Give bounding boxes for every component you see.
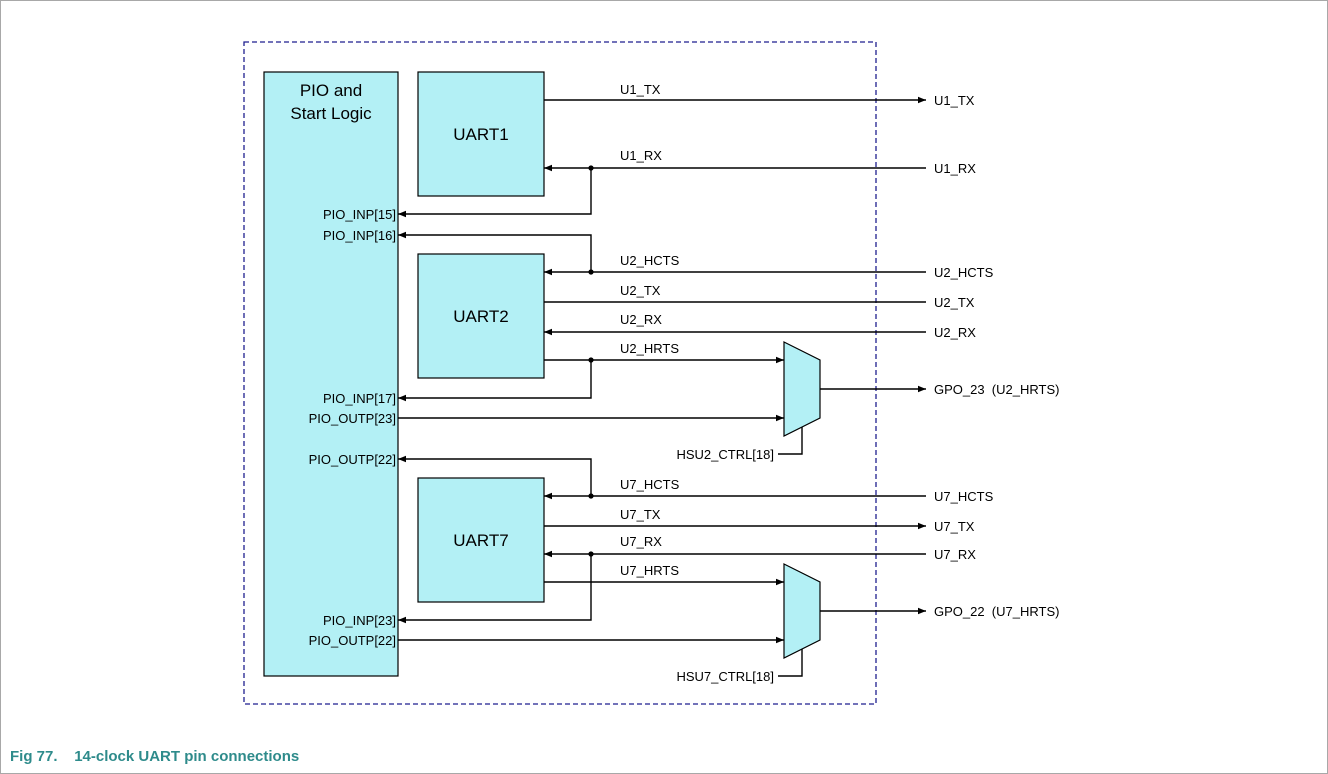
pio-block-title-1: PIO and	[300, 81, 362, 100]
pin-label-gpo22: GPO_22 (U7_HRTS)	[934, 604, 1059, 619]
junction-u2-hrts	[588, 357, 594, 363]
signal-label-u7-hrts: U7_HRTS	[620, 563, 679, 578]
wire-hsu2-ctrl	[778, 427, 803, 455]
signal-label-u7-tx: U7_TX	[620, 507, 661, 522]
wire-hsu7-ctrl	[778, 649, 803, 677]
pin-label-u7-rx: U7_RX	[934, 547, 976, 562]
wire-pio-inp23	[398, 554, 592, 624]
uart7-label: UART7	[453, 531, 508, 550]
figure-title: 14-clock UART pin connections	[74, 748, 300, 765]
wire-pio-inp17	[398, 360, 592, 402]
port-label-pio-outp23: PIO_OUTP[23]	[309, 411, 396, 426]
wire-pio-inp15	[398, 168, 592, 218]
port-label-pio-outp22-b: PIO_OUTP[22]	[309, 633, 396, 648]
port-label-pio-inp17: PIO_INP[17]	[323, 391, 396, 406]
junction-u7-hcts	[588, 493, 594, 499]
pio-start-logic-block	[263, 71, 399, 677]
junction-u7-rx	[588, 551, 594, 557]
signal-label-u7-hcts: U7_HCTS	[620, 477, 680, 492]
mux-control-label-hsu2: HSU2_CTRL[18]	[676, 447, 774, 462]
uart2-label: UART2	[453, 307, 508, 326]
pin-label-u7-hcts: U7_HCTS	[934, 489, 994, 504]
signal-label-u1-rx: U1_RX	[620, 148, 662, 163]
pio-block-title-2: Start Logic	[290, 104, 372, 123]
mux-u2-hrts	[783, 341, 821, 437]
signal-label-u1-tx: U1_TX	[620, 82, 661, 97]
chip-boundary	[243, 41, 877, 705]
pin-label-u1-rx: U1_RX	[934, 161, 976, 176]
signal-label-u7-rx: U7_RX	[620, 534, 662, 549]
uart1-block	[417, 71, 545, 197]
signal-label-u2-tx: U2_TX	[620, 283, 661, 298]
signal-label-u2-hcts: U2_HCTS	[620, 253, 680, 268]
junction-u1-rx	[588, 165, 594, 171]
uart2-block	[417, 253, 545, 379]
wire-pio-inp16	[398, 231, 592, 272]
pin-label-u2-rx: U2_RX	[934, 325, 976, 340]
port-label-pio-inp16: PIO_INP[16]	[323, 228, 396, 243]
uart7-block	[417, 477, 545, 603]
port-label-pio-inp15: PIO_INP[15]	[323, 207, 396, 222]
signal-label-u2-hrts: U2_HRTS	[620, 341, 679, 356]
port-label-pio-inp23: PIO_INP[23]	[323, 613, 396, 628]
junction-u2-hcts	[588, 269, 594, 275]
pin-label-u7-tx: U7_TX	[934, 519, 975, 534]
port-label-pio-outp22-a: PIO_OUTP[22]	[309, 452, 396, 467]
wire-pio-outp22-a	[398, 455, 592, 496]
pin-label-u2-hcts: U2_HCTS	[934, 265, 994, 280]
signal-label-u2-rx: U2_RX	[620, 312, 662, 327]
mux-u7-hrts	[783, 563, 821, 659]
pin-label-gpo23: GPO_23 (U2_HRTS)	[934, 382, 1059, 397]
pin-label-u2-tx: U2_TX	[934, 295, 975, 310]
pin-label-u1-tx: U1_TX	[934, 93, 975, 108]
figure-number: Fig 77.	[10, 748, 58, 765]
figure-caption: Fig 77. 14-clock UART pin connections	[10, 748, 299, 765]
mux-control-label-hsu7: HSU7_CTRL[18]	[676, 669, 774, 684]
uart1-label: UART1	[453, 125, 508, 144]
